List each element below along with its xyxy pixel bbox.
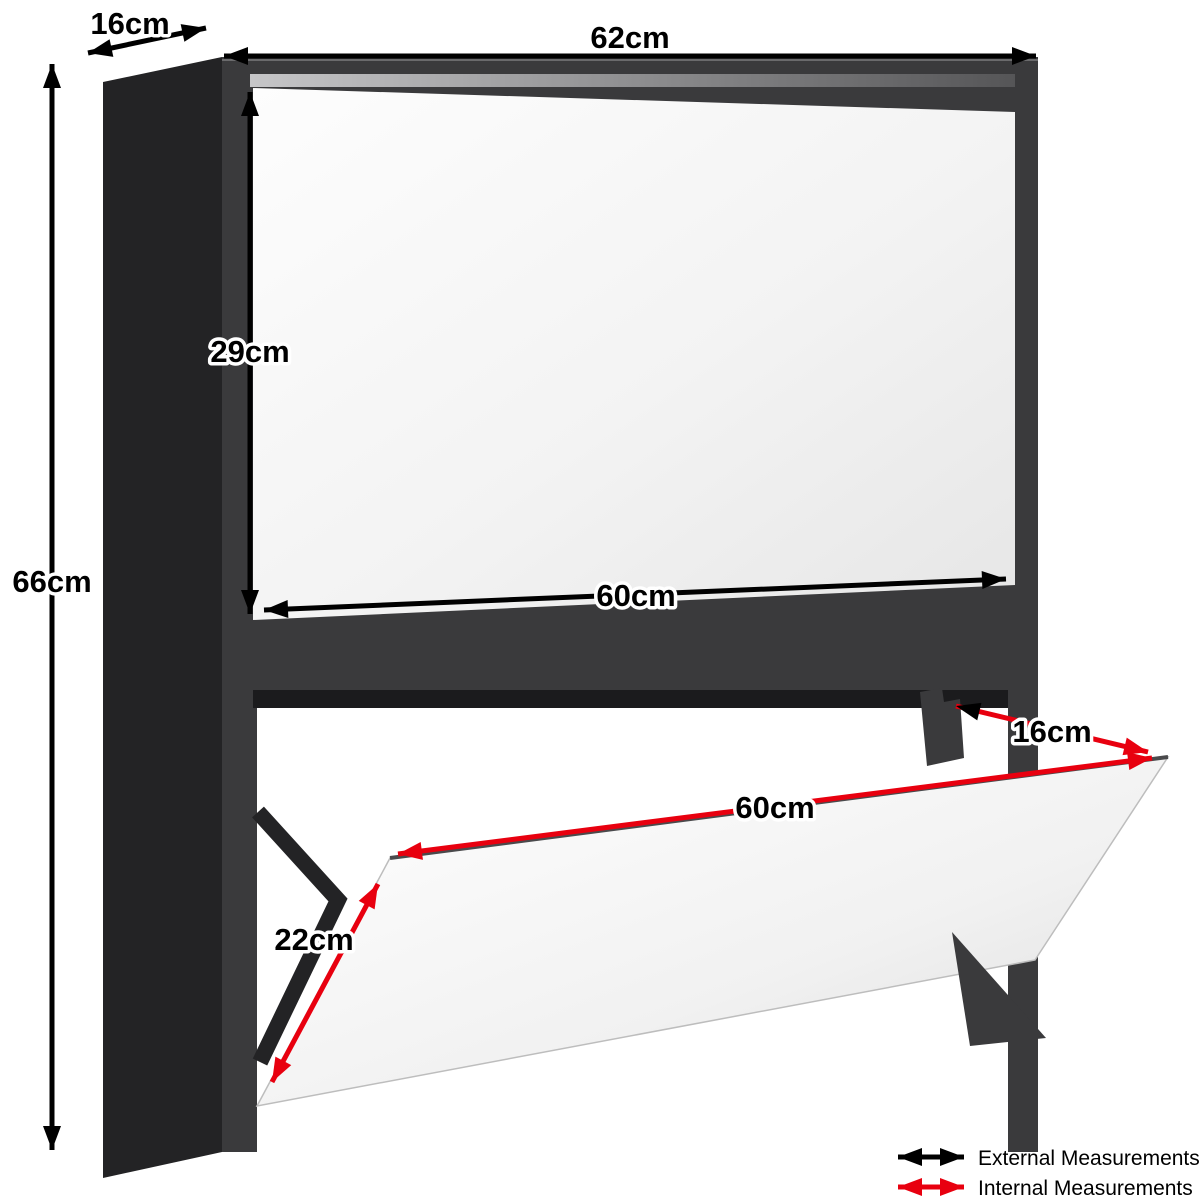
door-width-arrow: [263, 571, 1007, 618]
legend-internal-label: Internal Measurements: [978, 1177, 1193, 1200]
external-height-label: 66cm: [12, 564, 91, 599]
door-width-label: 60cm: [596, 578, 675, 613]
top-highlight-strip: [250, 74, 1015, 87]
external-depth-label: 16cm: [90, 6, 169, 41]
legend: External Measurements Internal Measureme…: [898, 1147, 1200, 1200]
drawer-front-height-arrow: [269, 882, 381, 1084]
mirror-door-panel: [253, 88, 1015, 620]
cabinet-left-side-panel: [103, 57, 222, 1178]
dimension-labels: 66cm 16cm 62cm 29cm 60cm 60cm 16cm 22cm: [9, 3, 1095, 961]
shelf-shadow: [253, 690, 1008, 708]
drawer-front-height-label: 22cm: [274, 922, 353, 957]
door-height-label: 29cm: [210, 334, 289, 369]
drawer-back-panel: [920, 688, 964, 766]
drawer-support-panel: [952, 932, 1046, 1046]
drawer-width-label: 60cm: [735, 790, 814, 825]
drawer-depth-arrow: [955, 702, 1149, 756]
external-width-label: 62cm: [590, 20, 669, 55]
external-depth-arrow: [87, 24, 207, 57]
external-dimensions: [43, 24, 1036, 1150]
cabinet-left-stile: [222, 700, 257, 1152]
legend-external-label: External Measurements: [978, 1147, 1200, 1170]
internal-dimensions: [269, 702, 1153, 1084]
drawer-depth-label: 16cm: [1012, 714, 1091, 749]
drawer-width-arrow: [397, 752, 1153, 860]
